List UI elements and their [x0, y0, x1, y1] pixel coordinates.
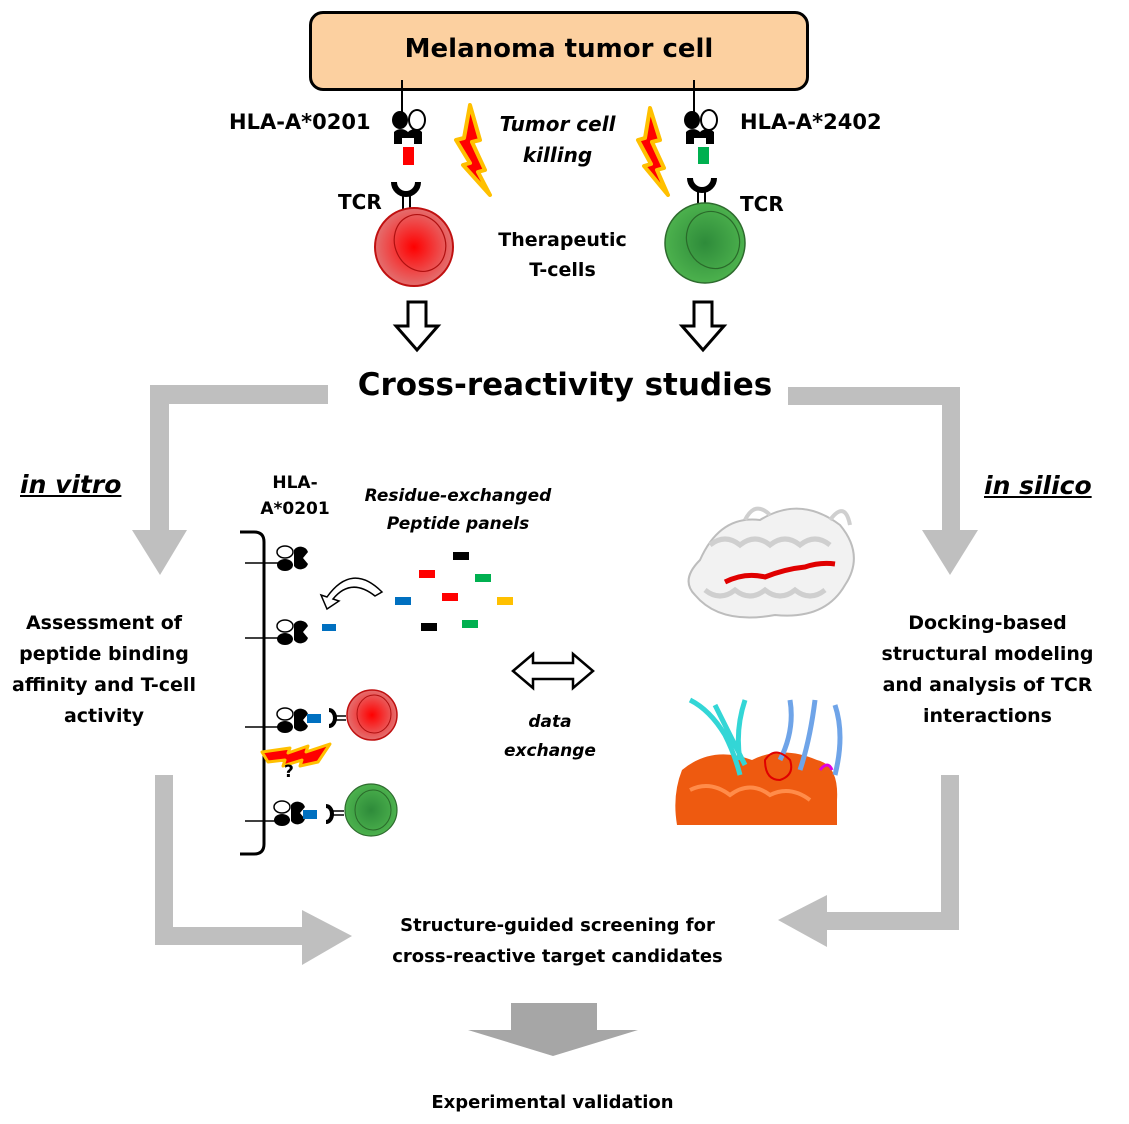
hla-molecule-left-icon: [392, 109, 426, 165]
hla-molecule-right-icon: [684, 109, 718, 164]
peptide-rect: [395, 597, 411, 605]
panel-hla-2-icon: [245, 619, 336, 645]
hla-panel-label: HLA- A*0201: [250, 470, 340, 522]
arrow-in-vitro-icon: [132, 385, 328, 575]
t-cell-red-icon: [374, 207, 454, 287]
panel-hla-1-icon: [245, 545, 308, 571]
therapeutic-line1: Therapeutic: [498, 229, 627, 251]
peptide-panels-line: Residue-exchanged: [364, 486, 552, 506]
in-silico-label: in silico: [984, 471, 1092, 500]
peptide-green: [698, 147, 709, 164]
tumor-killing-line2: killing: [522, 143, 593, 167]
peptide-rect: [421, 623, 437, 631]
tcr-left-label: TCR: [338, 190, 382, 214]
screening-line: Structure-guided screening for: [400, 915, 715, 936]
curved-exchange-arrow-icon: [319, 577, 384, 611]
panel-t-cell-green-icon: [344, 783, 398, 837]
t-cell-green-icon: [664, 202, 746, 284]
peptide-panel-group: [395, 552, 513, 631]
screening-label: Structure-guided screening for cross-rea…: [380, 910, 735, 972]
peptide-rect: [419, 570, 435, 578]
in-silico-desc-line: and analysis of TCR: [882, 674, 1093, 696]
melanoma-tumor-cell-box: Melanoma tumor cell: [309, 11, 809, 91]
hla-a0201-label: HLA-A*0201: [229, 110, 371, 134]
peptide-rect: [475, 574, 491, 582]
experimental-validation-label: Experimental validation: [431, 1092, 674, 1113]
arrow-in-silico-icon: [788, 387, 978, 575]
in-silico-description: Docking-based structural modeling and an…: [880, 608, 1095, 732]
in-vitro-description: Assessment of peptide binding affinity a…: [0, 608, 208, 732]
in-silico-desc-line: interactions: [923, 705, 1052, 727]
panel-t-cell-red-icon: [346, 689, 398, 741]
peptide-blue: [322, 624, 336, 631]
tumor-killing-line1: Tumor cell: [499, 112, 616, 136]
cross-reactivity-title: Cross-reactivity studies: [357, 367, 773, 403]
tcr-right-label: TCR: [740, 192, 784, 216]
data-exchange-double-arrow-icon: [511, 651, 595, 691]
lightning-bolt-left-icon: [454, 103, 492, 197]
in-vitro-desc-line: peptide binding: [19, 643, 189, 665]
peptide-red: [403, 147, 414, 165]
lightning-bolt-right-icon: [636, 106, 670, 197]
question-mark: ?: [284, 762, 294, 782]
hla-panel-line: HLA-: [272, 473, 318, 493]
panel-hla-3-icon: [245, 707, 346, 733]
arrow-to-validation-icon: [468, 1003, 638, 1056]
screening-line: cross-reactive target candidates: [392, 946, 723, 967]
peptide-panels-line: Peptide panels: [386, 514, 530, 534]
pmhc-ribbon-structure-image: [687, 506, 855, 619]
arrow-left-to-screening-icon: [155, 775, 352, 965]
peptide-rect: [453, 552, 469, 560]
in-vitro-label: in vitro: [20, 470, 122, 499]
peptide-rect: [497, 597, 513, 605]
in-vitro-desc-line: activity: [63, 705, 145, 727]
peptide-panels-label: Residue-exchanged Peptide panels: [352, 482, 564, 538]
in-silico-desc-line: structural modeling: [881, 643, 1094, 665]
tumor-cell-label: Melanoma tumor cell: [404, 34, 714, 64]
therapeutic-line2: T-cells: [529, 259, 596, 281]
down-arrow-right-icon: [678, 300, 728, 353]
hla-a2402-label: HLA-A*2402: [740, 110, 882, 134]
in-vitro-desc-line: affinity and T-cell: [12, 674, 196, 696]
panel-hla-4-icon: [245, 800, 344, 826]
tcr-pmhc-docking-image: [675, 697, 843, 825]
data-exchange-line: exchange: [504, 741, 596, 761]
lightning-bolt-panel-icon: [260, 742, 332, 768]
peptide-rect: [442, 593, 458, 601]
data-exchange-line: data: [528, 712, 572, 732]
data-exchange-label: data exchange: [500, 708, 600, 766]
down-arrow-left-icon: [392, 300, 442, 353]
in-silico-desc-line: Docking-based: [908, 612, 1067, 634]
in-vitro-desc-line: Assessment of: [25, 612, 183, 634]
tcr-left-icon: [391, 181, 421, 210]
hla-panel-bracket: [240, 530, 266, 856]
hla-panel-line: A*0201: [260, 499, 330, 519]
peptide-rect: [462, 620, 478, 628]
arrow-right-to-screening-icon: [778, 775, 959, 947]
